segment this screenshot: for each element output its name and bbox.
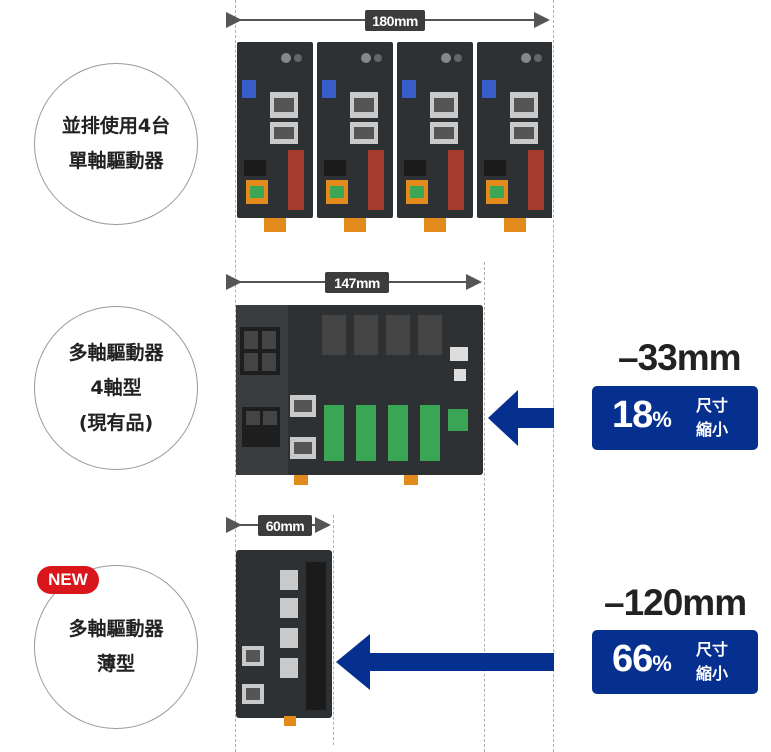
single-axis-drivers-image	[237, 42, 552, 232]
guide-line-147	[484, 262, 485, 752]
row2-line3: (現有品)	[78, 411, 154, 434]
dim-label-60: 60mm	[258, 515, 312, 536]
dim-label-147: 147mm	[325, 272, 389, 293]
reduction-mm-33: –33mm	[618, 337, 742, 378]
reduction-percent-18: 18%	[612, 394, 672, 436]
reduction-label-66: 尺寸縮小	[696, 640, 729, 683]
row1-line1: 並排使用4台	[61, 115, 171, 137]
label-circle-multi-axis-4: 多軸驅動器 4軸型 (現有品)	[34, 306, 198, 470]
guide-line-left	[235, 0, 236, 752]
row3-line2: 薄型	[96, 653, 135, 675]
arrow-left-icon	[488, 390, 554, 446]
reduction-label-18: 尺寸縮小	[696, 396, 729, 439]
driver-unit-1	[237, 42, 313, 232]
reduction-mm-120: –120mm	[604, 582, 747, 623]
reduction-percent-66: 66%	[612, 638, 672, 680]
driver-unit-3	[397, 42, 473, 232]
driver-unit-4	[477, 42, 552, 232]
row2-line2: 4軸型	[90, 376, 142, 399]
arrow-left-long-icon	[336, 634, 554, 690]
row1-line2: 單軸驅動器	[68, 150, 164, 172]
guide-line-180	[553, 0, 554, 752]
dim-label-180: 180mm	[365, 10, 425, 31]
guide-line-60	[333, 515, 334, 745]
new-badge: NEW	[37, 566, 99, 594]
reduction-box-66: 66% 尺寸縮小	[592, 630, 758, 694]
driver-unit-2	[317, 42, 393, 232]
row3-line1: 多軸驅動器	[68, 618, 164, 640]
reduction-box-18: 18% 尺寸縮小	[592, 386, 758, 450]
multi-axis-slim-driver-image	[236, 550, 332, 726]
row2-line1: 多軸驅動器	[68, 341, 164, 364]
multi-axis-4-driver-image	[236, 305, 483, 485]
label-circle-single-axis: 並排使用4台 單軸驅動器	[34, 63, 198, 225]
